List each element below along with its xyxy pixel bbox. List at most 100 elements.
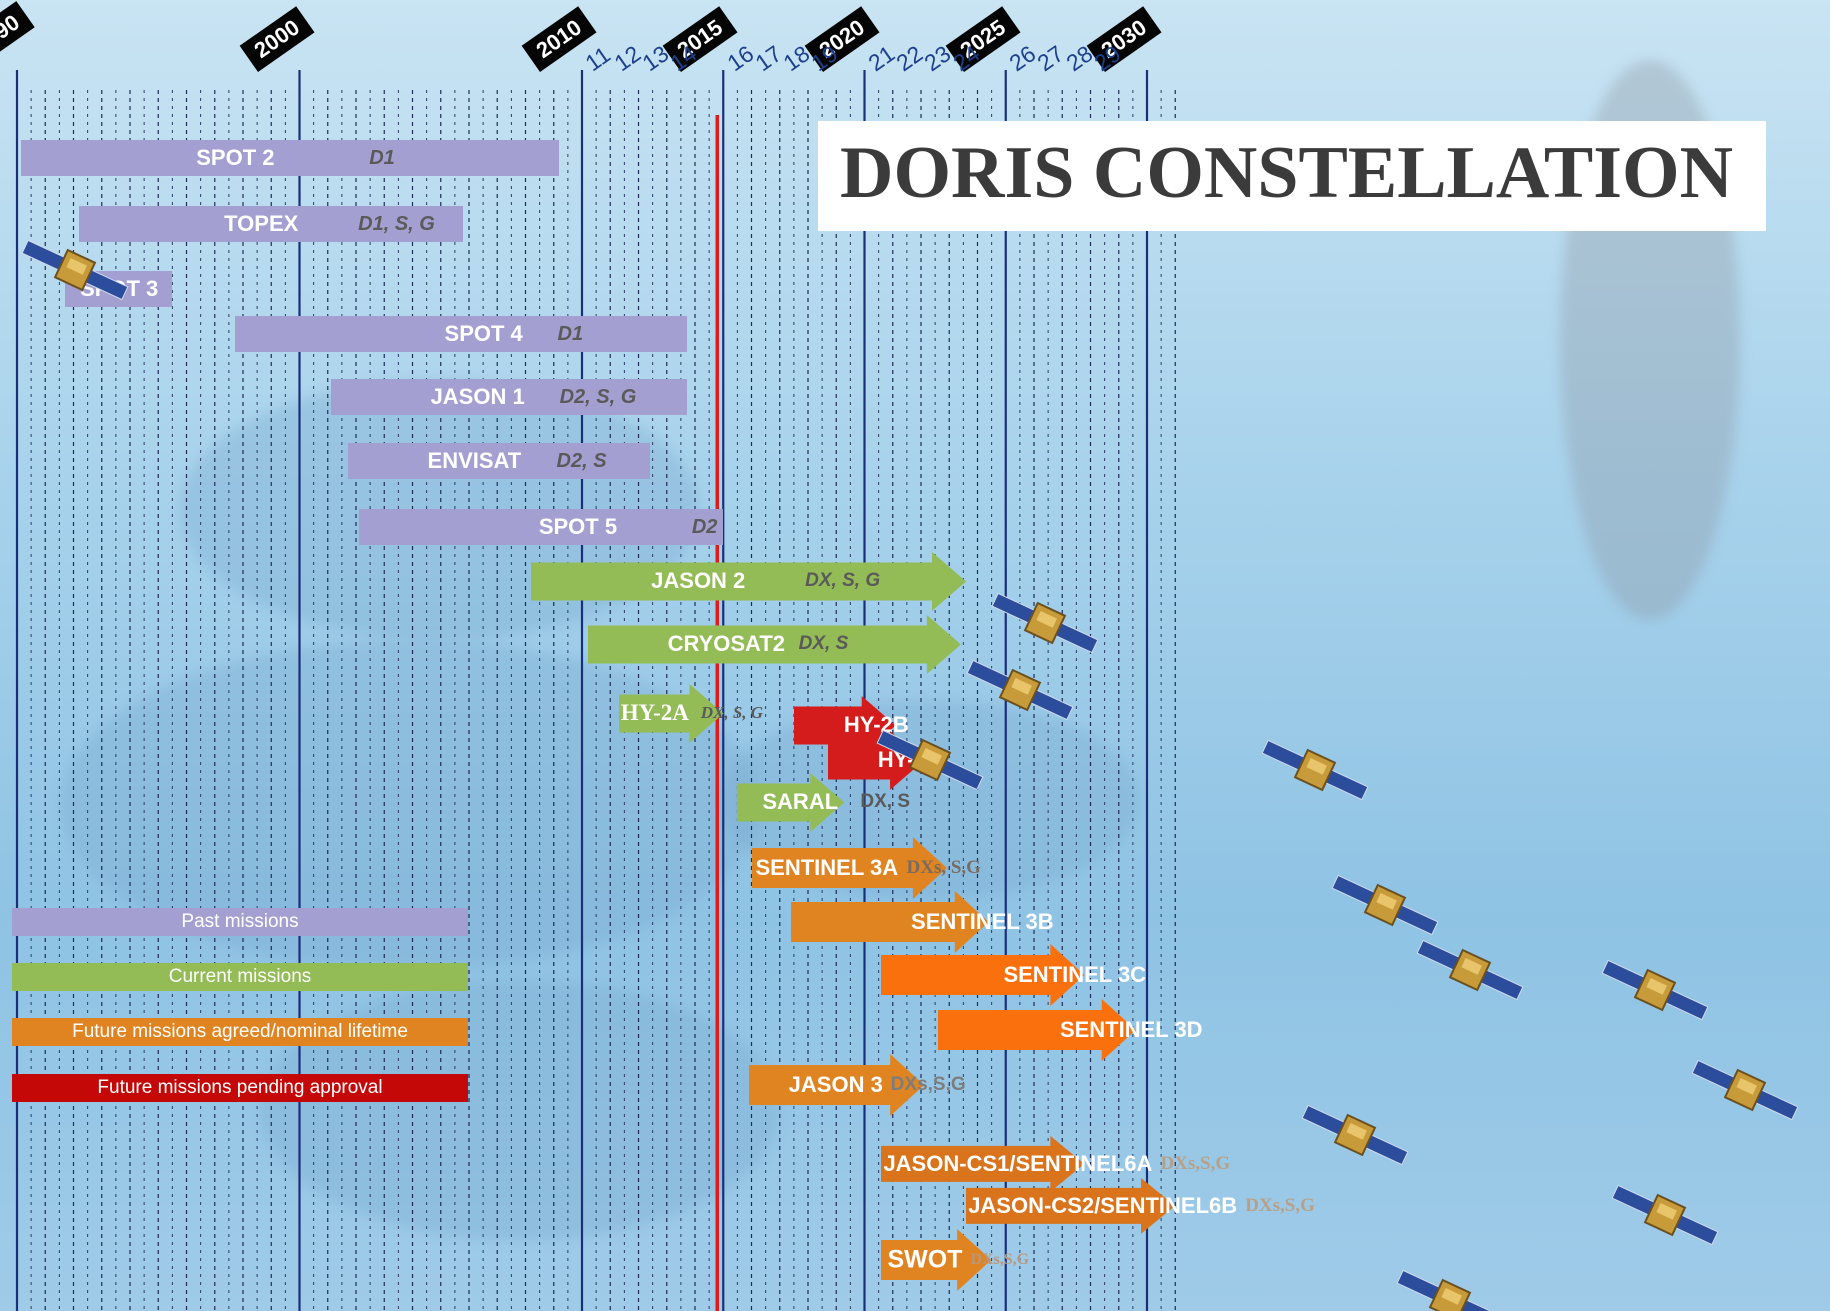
mission-name: SPOT 2 — [196, 145, 275, 170]
mission-name: SENTINEL 3C — [1003, 962, 1147, 987]
arrow-shape — [587, 614, 961, 674]
arrow-body — [531, 551, 967, 611]
mission-name: SARAL — [762, 788, 839, 814]
arrow-shape — [793, 695, 896, 755]
mission-name: SENTINEL 3A — [755, 855, 899, 880]
mission-name: JASON 2 — [651, 567, 746, 593]
legend-item: Future missions agreed/nominal lifetime — [12, 1018, 468, 1046]
mission-name: HY-2A — [620, 699, 689, 725]
arrow-body — [793, 695, 896, 755]
mission-name: TOPEX — [224, 211, 299, 236]
arrow-shape — [937, 999, 1136, 1061]
mission-codes: DXs,S,G — [890, 1074, 966, 1095]
arrow-shape — [737, 772, 845, 832]
arrow-shape — [748, 1054, 924, 1116]
mission-name: JASON 3 — [788, 1072, 883, 1097]
mission-name: ENVISAT — [427, 448, 522, 473]
mission-arrow-sentinel-3c: SENTINEL 3C — [881, 944, 1146, 1006]
mission-codes: DXs,S,G — [970, 1251, 1030, 1268]
satellite-icon — [1690, 1055, 1800, 1130]
arrow-body — [937, 999, 1136, 1061]
arrow-body — [587, 614, 961, 674]
mission-codes: DX, S — [860, 790, 910, 812]
arrow-body — [881, 1229, 992, 1291]
arrow-shape — [751, 837, 947, 899]
satellite-icon — [1415, 935, 1525, 1010]
satellite-icon — [875, 725, 985, 800]
legend-item: Future missions pending approval — [12, 1074, 468, 1102]
satellite-icon — [1610, 1180, 1720, 1255]
mission-bar-envisat: ENVISAT D2, S — [347, 443, 650, 479]
mission-arrow-hy-2b: HY-2B — [793, 695, 909, 755]
mission-name: SPOT 4 — [444, 321, 523, 346]
mission-codes: D2, S, G — [559, 385, 637, 408]
mission-codes: DXs,S,G — [1160, 1152, 1231, 1174]
legend-item: Current missions — [12, 963, 468, 991]
mission-name: SENTINEL 3B — [911, 909, 1054, 934]
mission-codes: D2, S — [556, 449, 607, 472]
mission-codes: DX, S — [798, 632, 849, 654]
mission-codes: D1 — [369, 146, 395, 169]
mission-bar-topex: TOPEX D1, S, G — [79, 206, 464, 242]
mission-name: JASON-CS1/SENTINEL6A — [883, 1150, 1153, 1176]
arrow-body — [751, 837, 947, 899]
satellite-icon — [1330, 870, 1440, 945]
arrow-shape — [618, 683, 724, 743]
mission-arrow-jason-cs1-sentinel6a: JASON-CS1/SENTINEL6A DXs,S,G — [881, 1136, 1230, 1192]
mission-codes: DXs, S,G — [906, 857, 981, 878]
satellite-icon — [1395, 1265, 1505, 1311]
arrow-shape — [531, 551, 967, 611]
arrow-shape — [881, 1136, 1085, 1192]
mission-name: SWOT — [887, 1245, 963, 1274]
mission-name: CRYOSAT2 — [667, 630, 785, 656]
mission-arrow-jason-cs2-sentinel6b: JASON-CS2/SENTINEL6B DXs,S,G — [966, 1178, 1315, 1234]
satellite-icon — [990, 588, 1100, 663]
title-box: DORIS CONSTELLATION — [818, 121, 1766, 231]
mission-arrow-hy-2a: HY-2A DX, S, G — [618, 683, 763, 743]
arrow-shape — [881, 1229, 992, 1291]
mission-arrow-cryosat2: CRYOSAT2 DX, S — [587, 614, 961, 674]
mission-arrow-sentinel-3a: SENTINEL 3A DXs, S,G — [751, 837, 981, 899]
mission-name: JASON 1 — [430, 384, 525, 409]
mission-arrow-jason-2: JASON 2 DX, S, G — [531, 551, 967, 611]
satellite-icon — [20, 235, 130, 310]
mission-bar-jason-1: JASON 1 D2, S, G — [330, 379, 687, 415]
mission-bar-spot-2: SPOT 2 D1 — [21, 140, 560, 176]
arrow-shape — [791, 891, 989, 953]
arrow-shape — [966, 1178, 1176, 1234]
mission-arrow-jason-3: JASON 3 DXs,S,G — [748, 1054, 966, 1116]
arrow-body — [966, 1178, 1176, 1234]
satellite-icon — [965, 655, 1075, 730]
arrow-body — [737, 772, 845, 832]
mission-bar-spot-4: SPOT 4 D1 — [234, 316, 687, 352]
legend-label: Future missions agreed/nominal lifetime — [72, 1021, 408, 1042]
arrow-body — [881, 1136, 1085, 1192]
satellite-icon — [1260, 735, 1370, 810]
arrow-body — [618, 683, 724, 743]
mission-codes: D1, S, G — [358, 212, 435, 235]
chart-title: DORIS CONSTELLATION — [840, 132, 1734, 214]
satellite-icon — [1600, 955, 1710, 1030]
mission-codes: D2 — [691, 515, 718, 538]
arrow-body — [748, 1054, 924, 1116]
mission-codes: DX, S, G — [700, 702, 764, 722]
mission-name: JASON-CS2/SENTINEL6B — [968, 1192, 1238, 1218]
legend-item: Past missions — [12, 908, 468, 936]
mission-name: SPOT 5 — [538, 514, 618, 539]
mission-codes: DX, S, G — [805, 569, 881, 591]
legend-label: Future missions pending approval — [97, 1077, 383, 1098]
mission-codes: DXs,S,G — [1245, 1194, 1315, 1216]
arrow-body — [791, 891, 989, 953]
mission-codes: D1 — [557, 322, 584, 345]
mission-name: HY-2B — [843, 711, 909, 737]
arrow-shape — [881, 944, 1085, 1006]
mission-arrow-saral: SARAL DX, S — [737, 772, 910, 832]
mission-arrow-sentinel-3d: SENTINEL 3D — [937, 999, 1203, 1061]
legend-label: Past missions — [181, 911, 299, 932]
legend-label: Current missions — [168, 966, 312, 987]
mission-arrow-sentinel-3b: SENTINEL 3B — [791, 891, 1054, 953]
mission-bar-spot-5: SPOT 5 D2 — [358, 509, 724, 545]
satellite-icon — [1300, 1100, 1410, 1175]
